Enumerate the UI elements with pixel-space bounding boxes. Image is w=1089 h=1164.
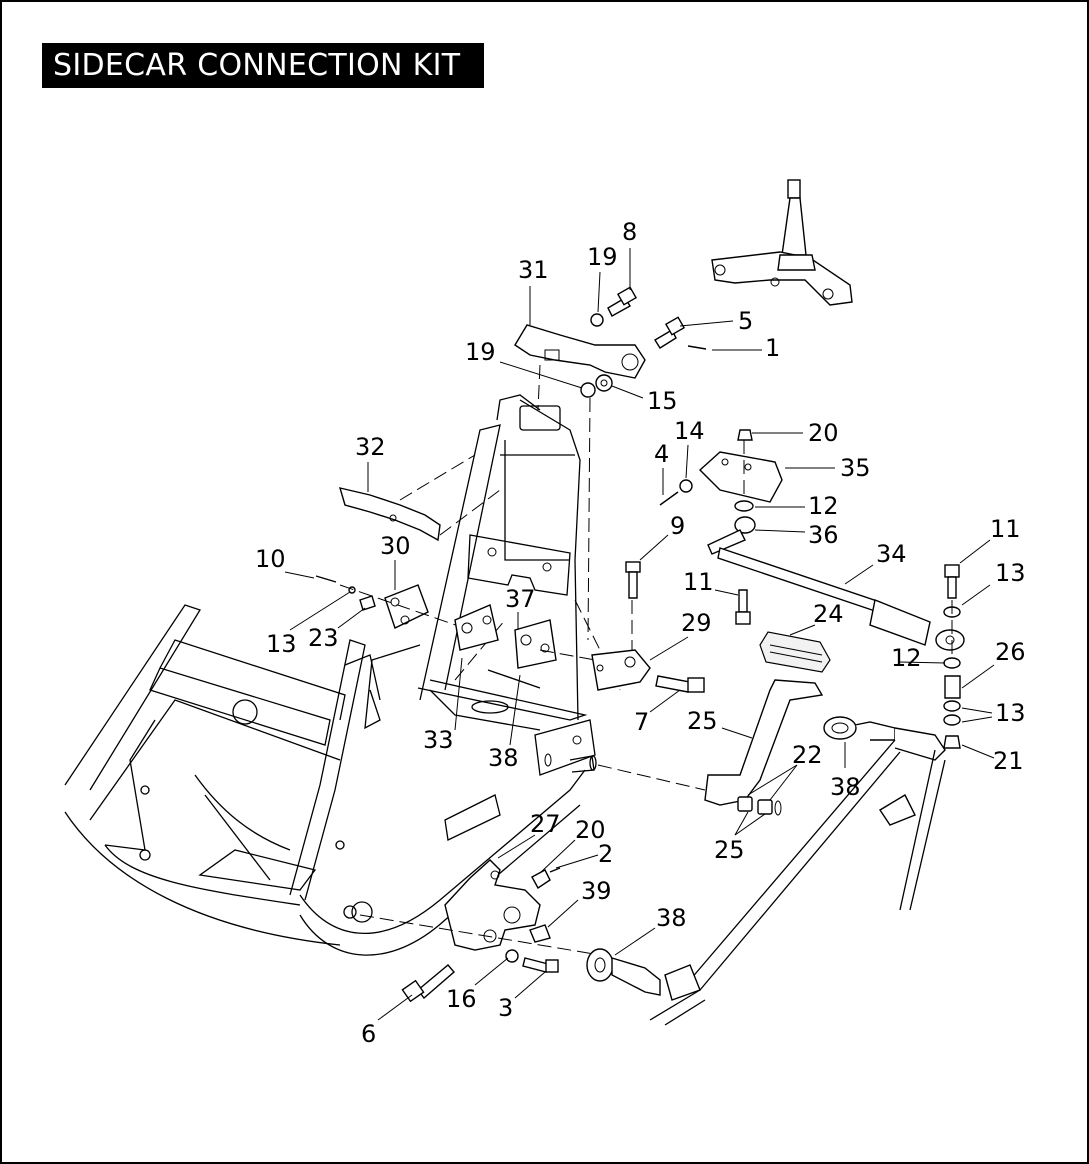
callout-31: 32 [355,433,386,461]
callout-18: 19 [465,338,496,366]
callout-1: 1 [765,334,780,362]
callout-6: 6 [361,1020,376,1048]
bolt-3 [522,957,559,973]
callout-23: 24 [813,600,844,628]
bolt-6 [401,964,455,1003]
washer-12-top [734,500,754,512]
callout-32: 33 [423,726,454,754]
tie-rod-33 [717,547,965,651]
bolt-9 [625,561,641,599]
callout-11-left: 11 [683,568,714,596]
callout-9: 9 [670,512,685,540]
spacer-22 [359,595,376,611]
callout-34: 35 [840,454,871,482]
leader-lines [284,248,995,1021]
washer-16 [505,949,519,963]
callout-24: 25 [687,707,718,735]
callout-12-right: 12 [891,644,922,672]
callout-22: 23 [308,624,339,652]
washer-17 [590,313,604,327]
washer-14 [679,479,693,493]
page-title: SIDECAR CONNECTION KIT [42,43,484,88]
bushing-39 [529,924,551,943]
mount-28 [591,649,651,691]
callout-27: 27 [530,810,561,838]
callout-21: 22 [792,741,823,769]
callout-29: 30 [380,532,411,560]
washer-13-lower [943,700,961,712]
callout-37: 38 [488,744,519,772]
callout-10: 10 [255,545,286,573]
callout-30: 31 [518,256,549,284]
callout-13-right-lower: 13 [995,699,1026,727]
callout-26: 26 [995,638,1026,666]
bolt-8 [607,286,638,317]
callout-39: 39 [581,877,612,905]
bracket-27 [444,859,541,951]
nut-18 [580,382,596,398]
spacer-26 [944,675,961,699]
bolt-11-left [735,589,751,625]
clamp-part-30 [514,324,646,411]
nut-19-lower [943,735,961,749]
callout-35: 36 [808,521,839,549]
nut-19-top [737,429,753,441]
callout-11-right: 11 [990,515,1021,543]
washer-15 [595,374,613,392]
triple-clamp [711,179,853,306]
washer-12-right [943,657,961,669]
callout-2: 2 [598,840,613,868]
callout-19-lower: 21 [993,747,1024,775]
callout-19-top: 20 [808,419,839,447]
stud-37 [487,669,541,689]
callout-38-upper: 38 [830,773,861,801]
callout-5: 5 [738,307,753,335]
callout-13-right: 13 [995,559,1026,587]
screw-10 [315,575,337,583]
footboard-23 [759,631,831,673]
brace-38-upper [689,716,946,991]
pin-2 [549,867,561,873]
callout-14: 14 [674,417,705,445]
brace-38-lower [586,948,706,1026]
mount-29 [384,584,429,629]
mount-32 [454,604,499,651]
pin-1 [687,345,707,350]
callout-15: 15 [647,387,678,415]
callout-13-left: 13 [266,630,297,658]
bolt-5 [654,316,686,349]
mount-36 [514,619,557,669]
motorcycle-frame [64,394,621,956]
rod-end-35 [707,516,756,555]
bolt-11-right [944,564,960,599]
rubbers-21-25 [737,796,782,816]
callout-17: 19 [587,243,618,271]
callout-28: 29 [681,609,712,637]
callout-7: 7 [634,708,649,736]
washer-13-lower-2 [943,714,961,726]
callout-33: 34 [876,540,907,568]
callout-38-lower: 38 [656,904,687,932]
bolt-7 [655,675,705,693]
callout-25: 25 [714,836,745,864]
callout-labels: 5 1 8 19 31 19 15 20 14 4 35 12 36 32 9 … [255,218,1026,1048]
callout-20: 20 [575,816,606,844]
callout-12-top: 12 [808,492,839,520]
callout-4: 4 [654,440,669,468]
clamp-part-31 [338,454,501,542]
callout-16: 16 [446,985,477,1013]
bracket-34 [698,451,783,503]
callout-8: 8 [622,218,637,246]
callout-3: 3 [498,994,513,1022]
bracket-24 [704,679,824,806]
callout-36: 37 [505,585,536,613]
screw-4 [659,491,679,506]
